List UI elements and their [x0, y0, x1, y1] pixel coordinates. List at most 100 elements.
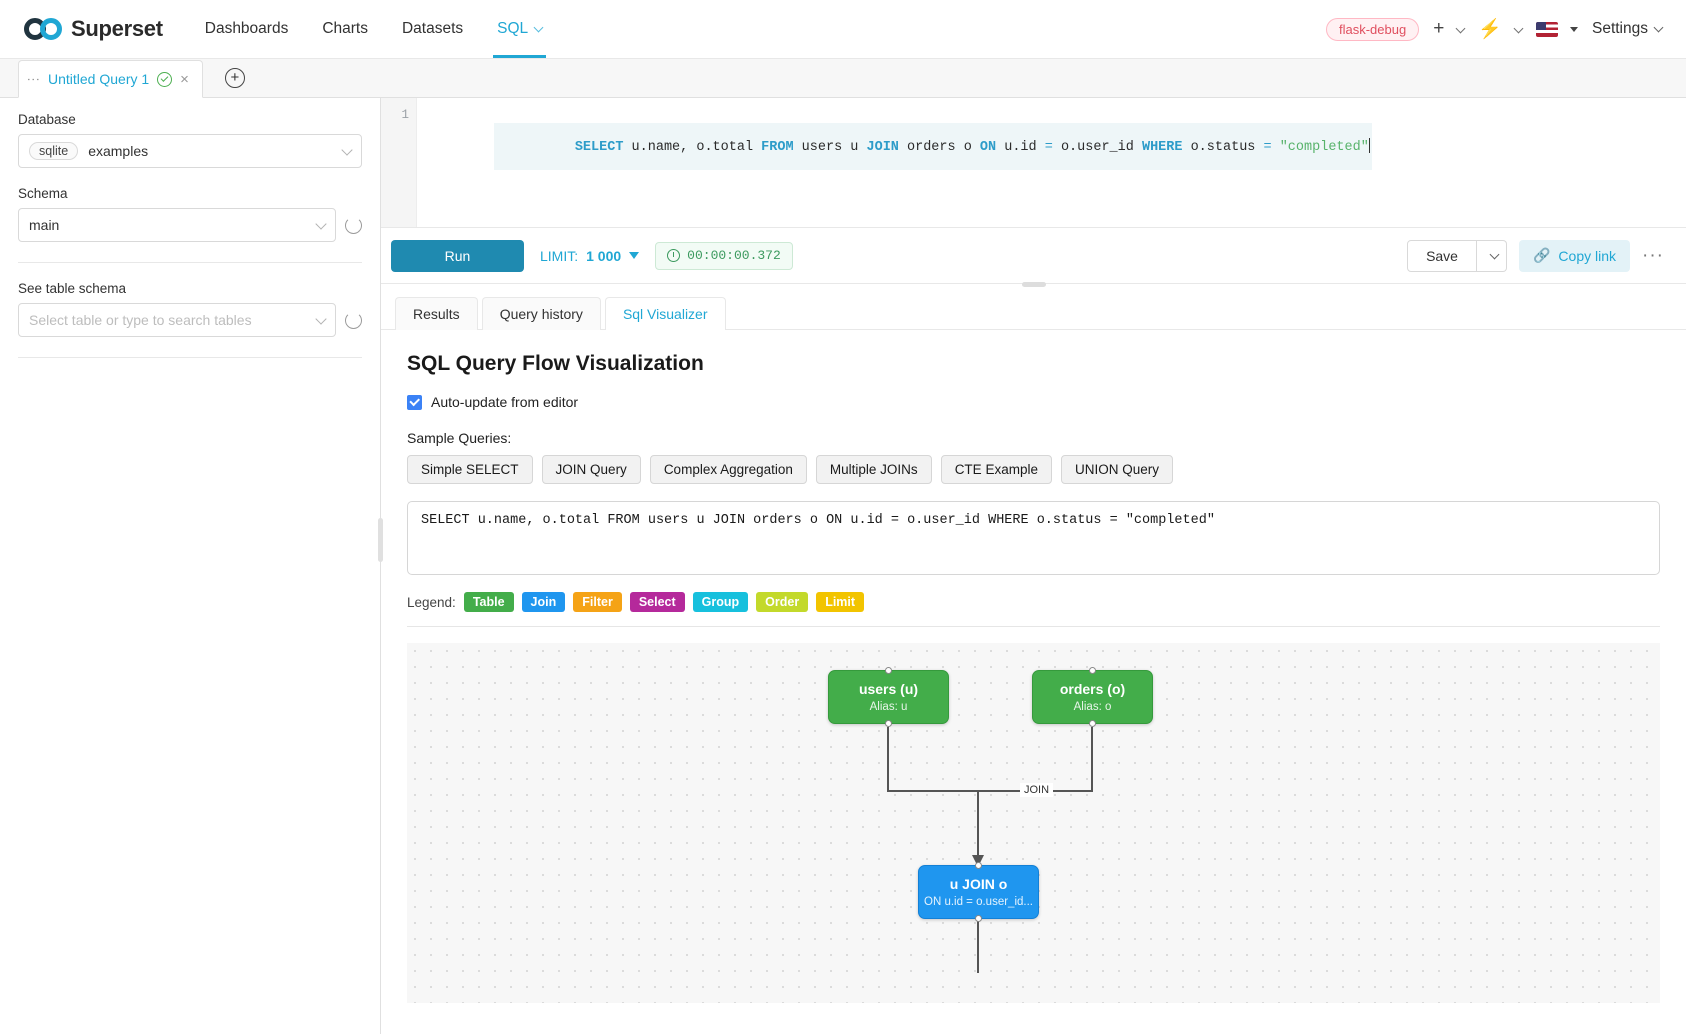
legend-item-select: Select [629, 592, 685, 612]
flow-edge-label-join: JOIN [1020, 783, 1054, 797]
query-tab-label: Untitled Query 1 [48, 71, 150, 87]
us-flag-icon [1535, 21, 1558, 37]
legend-item-order: Order [756, 592, 809, 612]
save-dropdown-button[interactable] [1476, 239, 1507, 272]
query-tab-untitled-query-1[interactable]: ⋮ Untitled Query 1 × [18, 60, 203, 98]
drag-dots-icon[interactable]: ⋮ [26, 72, 41, 86]
editor-line-number: 1 [401, 108, 409, 122]
flask-debug-badge[interactable]: flask-debug [1325, 17, 1420, 41]
limit-dropdown[interactable]: LIMIT: 1 000 [540, 247, 640, 264]
brand-logo-group[interactable]: Superset [24, 16, 163, 42]
flow-node-orders-subtitle: Alias: o [1073, 701, 1112, 713]
copy-link-label: Copy link [1558, 247, 1617, 264]
settings-menu[interactable]: Settings [1592, 20, 1664, 38]
refresh-tables-icon[interactable] [345, 311, 362, 329]
left-panel-divider-bottom [18, 357, 362, 358]
add-query-tab-button[interactable]: + [224, 68, 245, 88]
sample-union-query-button[interactable]: UNION Query [1060, 455, 1173, 484]
nav-sql[interactable]: SQL [493, 0, 547, 58]
sql-editor[interactable]: 1 SELECT u.name, o.total FROM users u JO… [381, 98, 1686, 228]
limit-prefix: LIMIT: [540, 247, 579, 264]
chevron-down-icon [315, 312, 327, 325]
editor-code-area[interactable]: SELECT u.name, o.total FROM users u JOIN… [417, 98, 1686, 227]
node-port-bottom [975, 915, 982, 922]
node-port-top [975, 862, 982, 869]
table-placeholder: Select table or type to search tables [29, 312, 252, 328]
tok-users: users u [793, 140, 867, 155]
nav-charts[interactable]: Charts [322, 0, 368, 58]
flow-node-join-title: u JOIN o [949, 876, 1008, 892]
page-title: SQL Query Flow Visualization [407, 352, 704, 375]
tab-results[interactable]: Results [395, 297, 478, 330]
tok-join: JOIN [866, 140, 899, 155]
table-schema-label: See table schema [18, 281, 127, 296]
result-tab-bar: Results Query history Sql Visualizer [381, 284, 1686, 330]
new-menu-button[interactable]: + [1433, 18, 1466, 40]
copy-link-button[interactable]: 🔗 Copy link [1518, 239, 1631, 272]
nav-dashboards-label: Dashboards [204, 20, 289, 37]
timer-value: 00:00:00.372 [687, 248, 781, 263]
node-port-top [1089, 667, 1096, 674]
toolbar-right-group: Save 🔗 Copy link ··· [1407, 239, 1664, 272]
auto-update-checkbox[interactable] [407, 394, 422, 410]
query-tab-bar: ⋮ Untitled Query 1 × + [0, 59, 1686, 98]
clock-icon [667, 249, 681, 262]
triangle-down-icon [1569, 26, 1578, 32]
database-select[interactable]: sqlite examples [18, 134, 362, 168]
query-flow-canvas[interactable]: users (u) Alias: u orders (o) Alias: o J… [407, 643, 1660, 1003]
auto-update-row: Auto-update from editor [407, 394, 1660, 410]
editor-resize-handle[interactable] [1021, 282, 1046, 287]
link-icon: 🔗 [1532, 247, 1551, 263]
plus-icon: + [1433, 18, 1445, 39]
tok-where: WHERE [1141, 140, 1183, 155]
sample-queries-group: Simple SELECT JOIN Query Complex Aggrega… [407, 455, 1660, 484]
run-button[interactable]: Run [391, 239, 524, 272]
sample-cte-example-button[interactable]: CTE Example [940, 455, 1052, 484]
schema-select[interactable]: main [18, 208, 336, 242]
flow-node-users[interactable]: users (u) Alias: u [828, 667, 949, 727]
nav-datasets-label: Datasets [401, 20, 464, 37]
database-engine-badge: sqlite [29, 142, 79, 160]
sample-join-query-button[interactable]: JOIN Query [541, 455, 641, 484]
tab-sql-visualizer[interactable]: Sql Visualizer [604, 297, 726, 330]
nav-dashboards[interactable]: Dashboards [205, 0, 289, 58]
editor-toolbar: Run LIMIT: 1 000 00:00:00.372 Save 🔗 Cop… [381, 228, 1686, 287]
nav-right-group: flask-debug + ⚡ Settings [1325, 17, 1664, 41]
database-label: Database [18, 112, 76, 127]
legend: Legend: Table Join Filter Select Group O… [407, 592, 1660, 627]
panel-resize-handle[interactable] [378, 518, 383, 562]
legend-item-table: Table [463, 592, 514, 612]
flow-node-join[interactable]: u JOIN o ON u.id = o.user_id... [918, 862, 1039, 922]
language-selector[interactable] [1535, 21, 1578, 37]
database-value: examples [88, 143, 149, 159]
legend-label: Legend: [407, 594, 456, 610]
more-options-button[interactable]: ··· [1642, 244, 1664, 266]
nav-datasets[interactable]: Datasets [402, 0, 463, 58]
sample-multiple-joins-button[interactable]: Multiple JOINs [815, 455, 932, 484]
tok-cols: u.name, o.total [623, 140, 762, 155]
tok-on: ON [979, 140, 997, 155]
bolt-menu-button[interactable]: ⚡ [1478, 17, 1524, 41]
editor-code-line: SELECT u.name, o.total FROM users u JOIN… [493, 123, 1372, 170]
legend-item-limit: Limit [816, 592, 865, 612]
brand-name: Superset [71, 16, 163, 41]
flow-node-join-subtitle: ON u.id = o.user_id... [924, 896, 1033, 908]
save-button[interactable]: Save [1407, 239, 1477, 272]
tab-query-history[interactable]: Query history [481, 297, 601, 330]
close-icon[interactable]: × [180, 70, 189, 88]
refresh-schema-icon[interactable] [345, 216, 362, 234]
tok-from: FROM [761, 140, 794, 155]
sample-simple-select-button[interactable]: Simple SELECT [407, 455, 533, 484]
sample-complex-aggregation-button[interactable]: Complex Aggregation [649, 455, 807, 484]
flow-node-orders[interactable]: orders (o) Alias: o [1032, 667, 1153, 727]
auto-update-label: Auto-update from editor [431, 394, 579, 410]
tok-uid: u.id [996, 140, 1045, 155]
table-select[interactable]: Select table or type to search tables [18, 303, 336, 337]
chevron-down-icon [1455, 23, 1466, 33]
tok-orders: orders o [898, 140, 980, 155]
legend-item-join: Join [521, 592, 566, 612]
left-panel-divider [18, 262, 362, 263]
flow-node-users-title: users (u) [858, 681, 919, 697]
schema-label: Schema [18, 186, 68, 201]
visualizer-query-input[interactable] [407, 501, 1660, 575]
